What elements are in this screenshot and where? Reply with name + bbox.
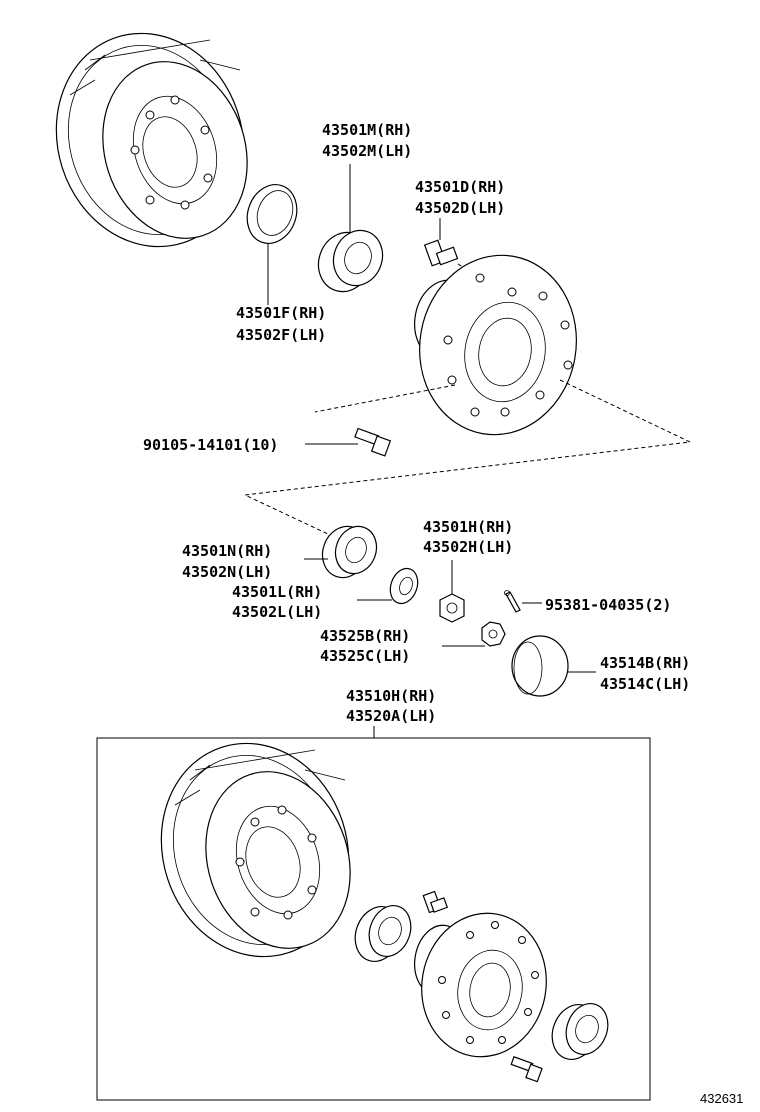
label-43514B: 43514B(RH) — [600, 654, 690, 672]
hub-bolt — [423, 218, 476, 276]
label-43501L: 43501L(RH) — [232, 583, 322, 601]
cotter-pin — [504, 590, 542, 613]
label-43501D: 43501D(RH) — [415, 178, 505, 196]
assembly-box — [96, 726, 651, 1101]
bearing-lower-1 — [354, 905, 412, 962]
nut-lock-cap — [442, 621, 506, 647]
label-43502N: 43502N(LH) — [182, 563, 272, 581]
brake-drum-upper — [55, 32, 248, 248]
hub-bolt-lower-small — [510, 1056, 543, 1083]
brake-drum-lower — [160, 742, 351, 958]
hub-bolt-lower — [422, 890, 449, 914]
inner-bearing — [304, 525, 378, 579]
diagram-ref-number: 432631 — [700, 1091, 743, 1106]
axle-hub-lower — [414, 912, 547, 1058]
label-95381: 95381-04035(2) — [545, 596, 671, 614]
label-43502M: 43502M(LH) — [322, 142, 412, 160]
thrust-washer — [357, 567, 419, 605]
axle-hub-upper — [414, 254, 577, 436]
hub-bolt-small — [305, 427, 392, 457]
label-43525C: 43525C(LH) — [320, 647, 410, 665]
label-43501M: 43501M(RH) — [322, 121, 412, 139]
label-43502F: 43502F(LH) — [236, 326, 326, 344]
label-90105: 90105-14101(10) — [143, 436, 278, 454]
bearing-lower-2 — [551, 1003, 609, 1060]
label-43525B: 43525B(RH) — [320, 627, 410, 645]
oil-seal — [246, 184, 298, 305]
assembly-lines — [243, 379, 692, 536]
label-43502D: 43502D(LH) — [415, 199, 505, 217]
label-43501H: 43501H(RH) — [423, 518, 513, 536]
label-43501F: 43501F(RH) — [236, 304, 326, 322]
label-43510H: 43510H(RH) — [346, 687, 436, 705]
outer-bearing — [317, 164, 384, 293]
label-43520A: 43520A(LH) — [346, 707, 436, 725]
label-43514C: 43514C(LH) — [600, 675, 690, 693]
label-43502L: 43502L(LH) — [232, 603, 322, 621]
hub-nut — [439, 560, 465, 623]
label-43502H: 43502H(LH) — [423, 538, 513, 556]
grease-cap — [511, 635, 596, 697]
label-43501N: 43501N(RH) — [182, 542, 272, 560]
